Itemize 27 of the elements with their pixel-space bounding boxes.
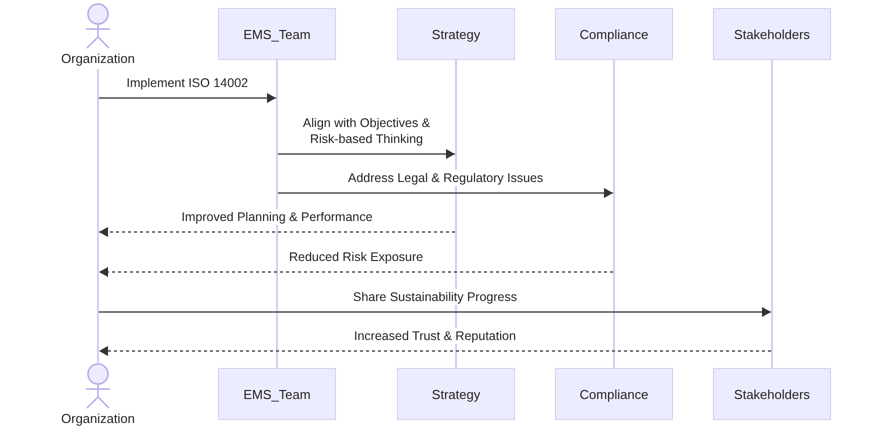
message-label: Increased Trust & Reputation [352,328,518,344]
message-label: Address Legal & Regulatory Issues [346,170,546,186]
message-arrow [99,346,771,356]
message-arrow [278,188,613,198]
participant-box: Compliance [555,368,673,420]
participant-box: Strategy [397,368,515,420]
lifeline [97,69,99,363]
participant-box: Stakeholders [713,8,831,60]
participant-box: EMS_Team [218,368,336,420]
participant-box: Stakeholders [713,368,831,420]
message-label: Reduced Risk Exposure [287,249,426,265]
message-arrow [99,267,613,277]
message-arrow [99,307,771,317]
lifeline [276,60,278,368]
participant-box: EMS_Team [218,8,336,60]
message-label: Implement ISO 14002 [124,75,250,91]
actor-label: Organization [61,51,135,66]
message-label: Improved Planning & Performance [180,209,375,225]
participant-box: Compliance [555,8,673,60]
lifeline [771,60,773,368]
message-arrow [99,227,455,237]
message-label: Share Sustainability Progress [351,289,519,305]
actor-label: Organization [61,411,135,426]
message-arrow [99,93,276,103]
participant-box: Strategy [397,8,515,60]
message-arrow [278,149,455,159]
lifeline [613,60,615,368]
